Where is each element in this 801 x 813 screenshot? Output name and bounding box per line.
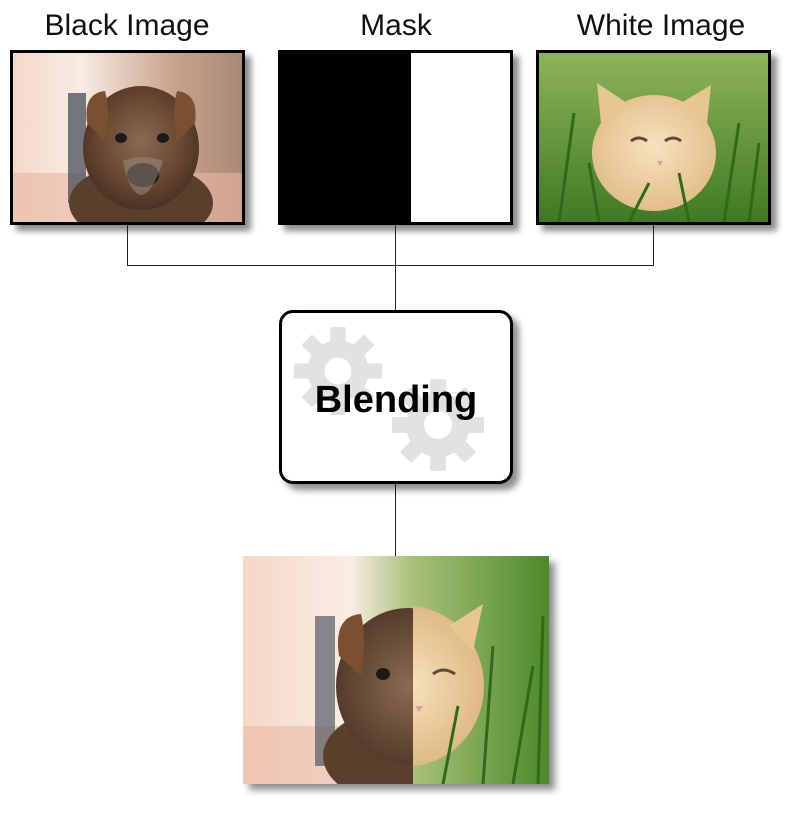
connector-horizontal [127,265,654,266]
black-image-thumbnail [10,50,245,225]
gear-icon-small [392,379,484,471]
blending-process-box: Blending [279,310,513,484]
connector-mask-to-blending [395,225,396,311]
white-image-thumbnail [536,50,771,225]
black-image-title: Black Image [44,9,210,42]
gear-icon [293,326,383,416]
mask-title: Mask [360,9,432,42]
blending-label: Blending [314,379,478,421]
blended-result-image [243,556,549,784]
connector-blending-to-result [395,484,396,556]
connector-white-down [653,225,654,266]
connector-black-down [127,225,128,266]
mask-thumbnail [278,50,513,225]
white-image-title: White Image [576,9,746,42]
